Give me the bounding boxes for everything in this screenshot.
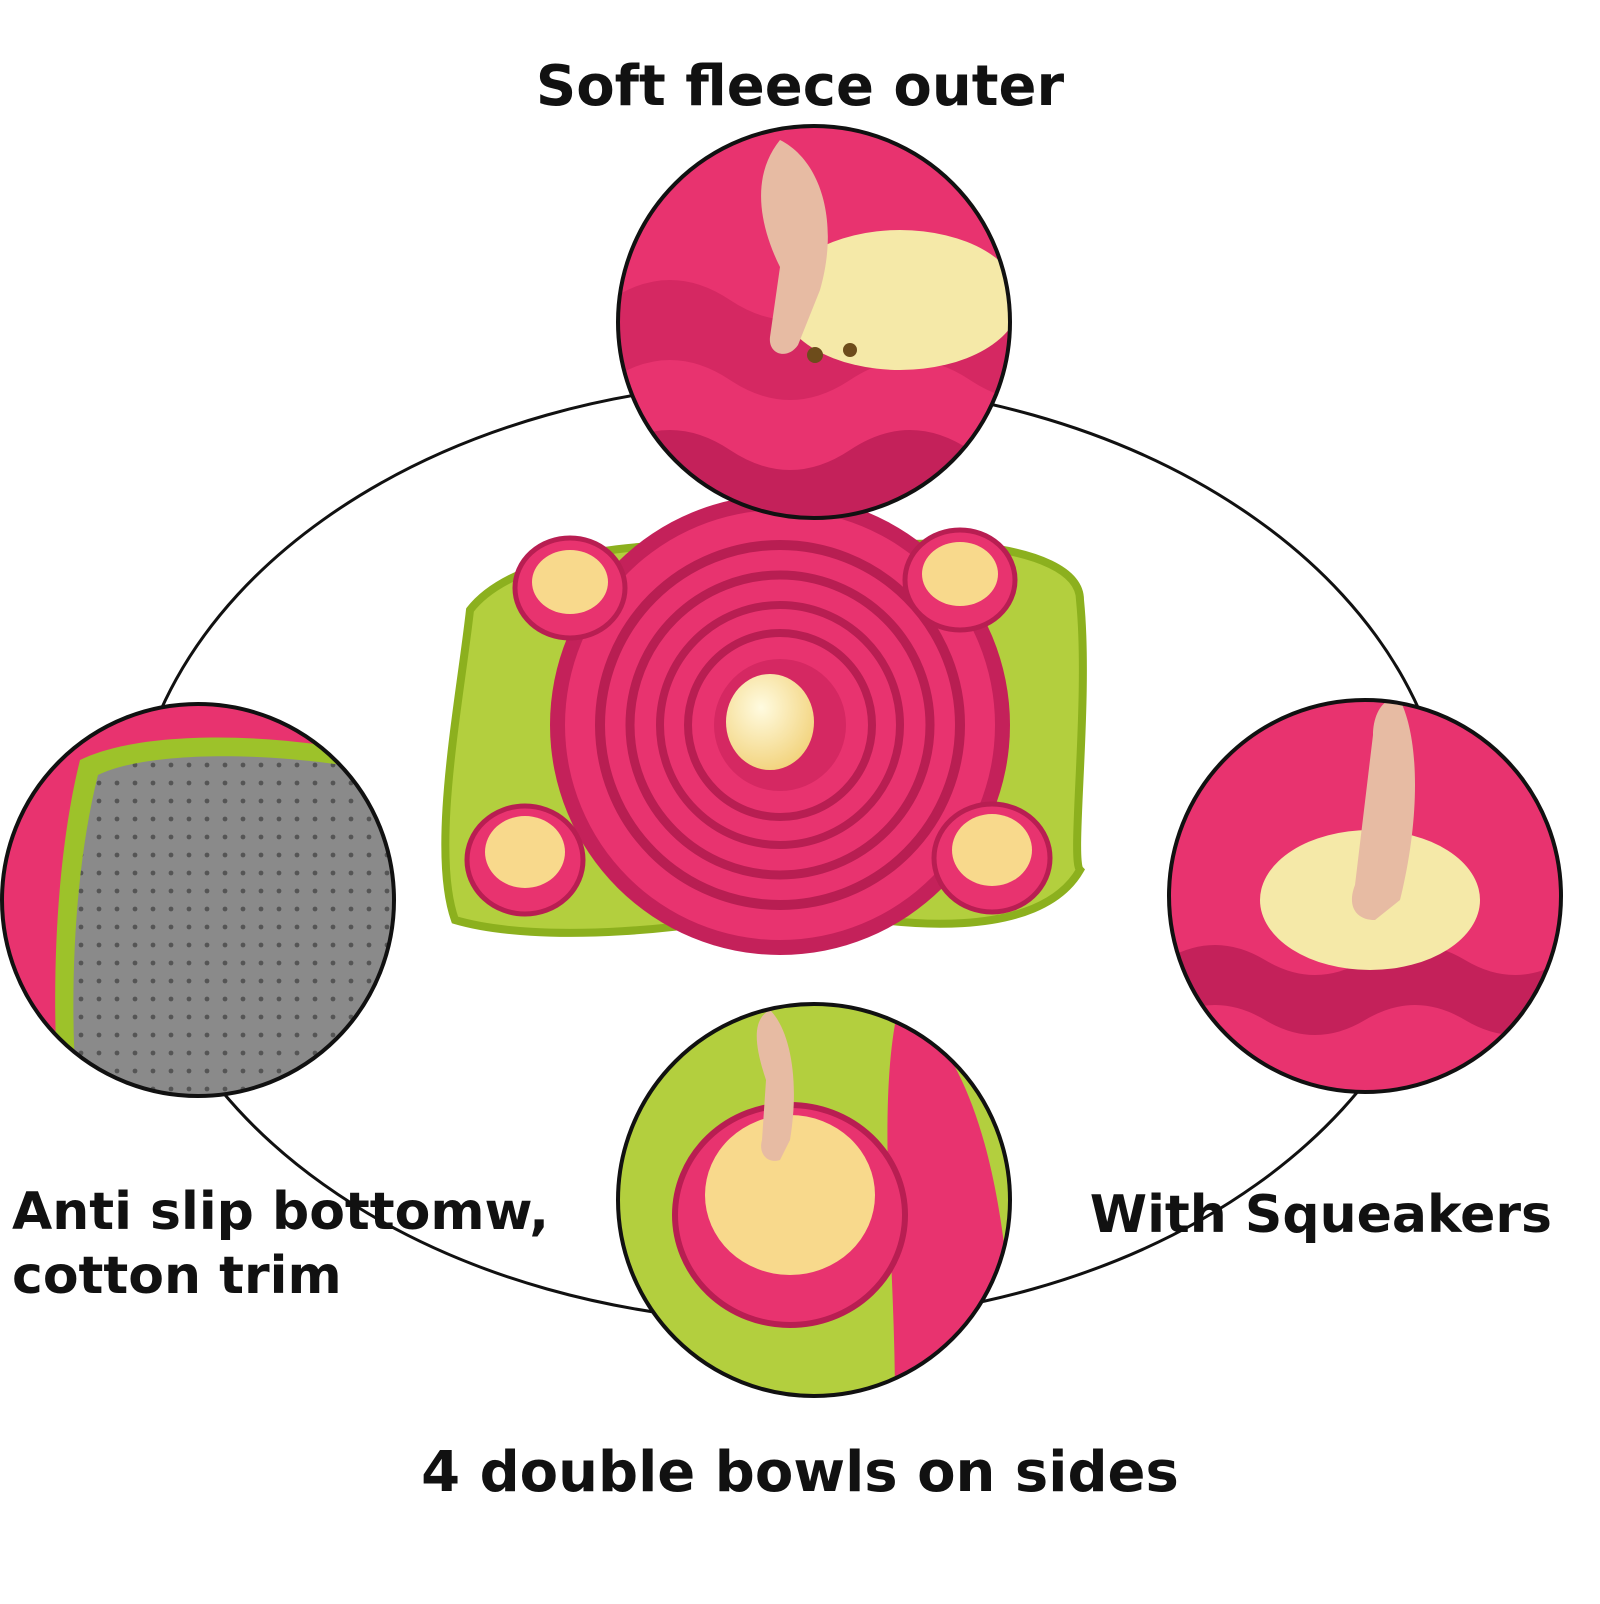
label-squeakers: With Squeakers [1089, 1185, 1552, 1245]
snuffle-mat-icon [441, 495, 1087, 955]
label-anti-slip: Anti slip bottomw, cotton trim [12, 1180, 549, 1308]
squeaker-ball-icon [1167, 698, 1563, 1094]
fleece-closeup-icon [616, 124, 1012, 520]
label-double-bowls: 4 double bowls on sides [421, 1440, 1179, 1505]
label-anti-slip-line2: cotton trim [12, 1246, 342, 1306]
label-soft-fleece: Soft fleece outer [535, 54, 1065, 119]
double-bowl-icon [616, 1002, 1012, 1398]
anti-slip-bottom-icon [0, 702, 396, 1098]
label-anti-slip-line1: Anti slip bottomw, [12, 1182, 550, 1242]
